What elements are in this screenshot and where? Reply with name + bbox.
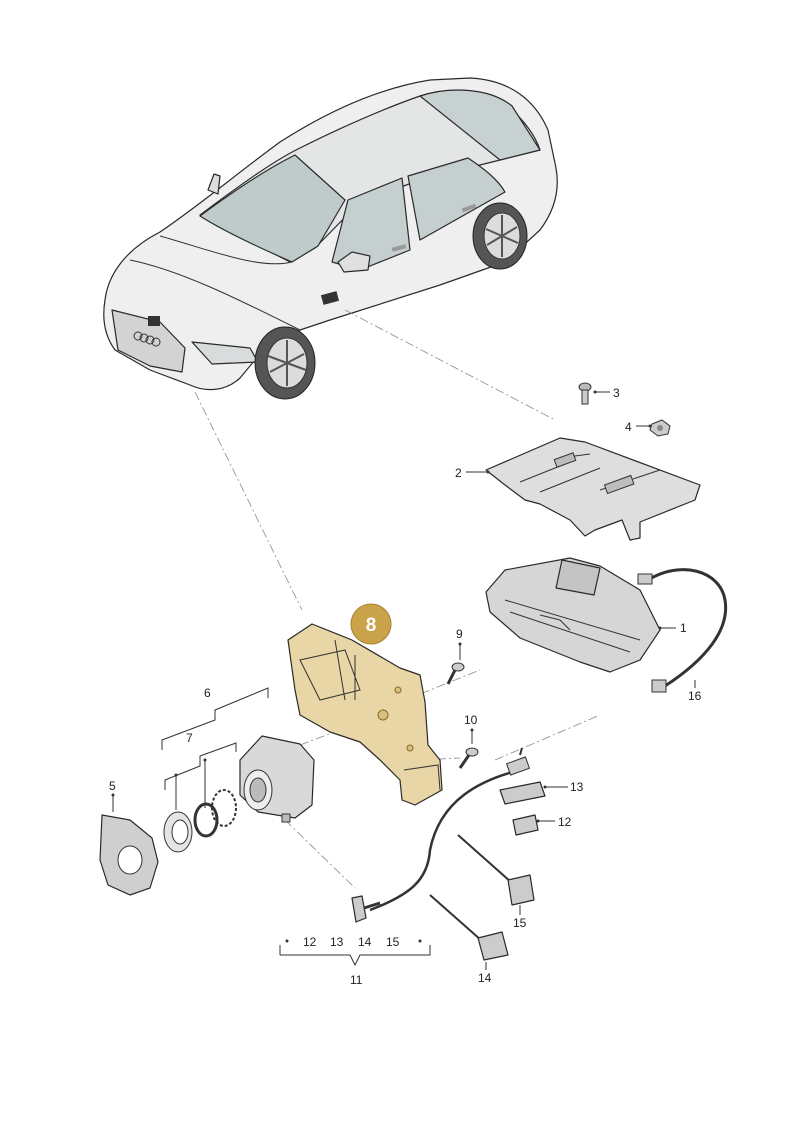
callout-10: 10 — [464, 713, 478, 727]
car-front-sensor — [148, 316, 160, 326]
car-illustration — [103, 77, 558, 400]
car-front-wheel — [254, 326, 316, 400]
callout-4: 4 — [625, 420, 632, 434]
car-rear-window — [407, 157, 506, 241]
callout-7: 7 — [186, 731, 193, 745]
camera-unit-part-6 — [239, 735, 315, 823]
callout-1: 1 — [680, 621, 687, 635]
callout-group-13: 13 — [330, 935, 344, 949]
rings-part-7 — [163, 789, 237, 853]
cable-part-16 — [637, 568, 728, 693]
grouping-brackets — [161, 687, 431, 967]
car-mirror — [337, 251, 371, 273]
shield-part-5 — [99, 814, 159, 896]
callout-12-holder: 12 — [558, 815, 572, 829]
callout-13-clip: 13 — [570, 780, 584, 794]
nut-part-4 — [649, 419, 671, 437]
callout-labels: 1 2 3 4 5 6 7 9 10 11 12 13 14 15 16 12 … — [109, 386, 702, 987]
mounting-bracket — [485, 437, 701, 541]
callout-15-tie: 15 — [513, 916, 527, 930]
callout-5: 5 — [109, 779, 116, 793]
car-rings-logo — [133, 331, 161, 347]
car-rear-glass — [419, 89, 541, 161]
callout-9: 9 — [456, 627, 463, 641]
callout-badge-8: 8 — [350, 603, 392, 645]
car-hood-line — [129, 259, 301, 331]
wiring-harness — [351, 747, 546, 961]
car-hood-line-2 — [159, 235, 293, 265]
callout-group-14: 14 — [358, 935, 372, 949]
car-windshield — [199, 154, 346, 263]
callout-6: 6 — [204, 686, 211, 700]
callout-14-tie: 14 — [478, 971, 492, 985]
car-antenna — [207, 173, 221, 195]
part-8-plate — [287, 623, 443, 806]
callout-2: 2 — [455, 466, 462, 480]
callout-8: 8 — [366, 615, 377, 636]
callout-3: 3 — [613, 386, 620, 400]
car-part-location-marker — [320, 291, 340, 305]
screw-part-9 — [446, 662, 465, 685]
callout-group-15: 15 — [386, 935, 400, 949]
screw-part-10 — [458, 747, 479, 769]
car-door-handle-front — [391, 244, 407, 252]
bolt-part-3 — [578, 382, 592, 405]
callout-11: 11 — [350, 973, 363, 987]
callout-leaders — [111, 390, 696, 970]
car-rear-wheel — [472, 202, 528, 270]
car-door-handle-rear — [461, 203, 477, 213]
control-unit-part-1 — [485, 557, 661, 673]
callout-group-12: 12 — [303, 935, 317, 949]
highlighted-part-8 — [287, 623, 443, 806]
callout-16: 16 — [688, 689, 702, 703]
car-front-window — [331, 177, 411, 271]
